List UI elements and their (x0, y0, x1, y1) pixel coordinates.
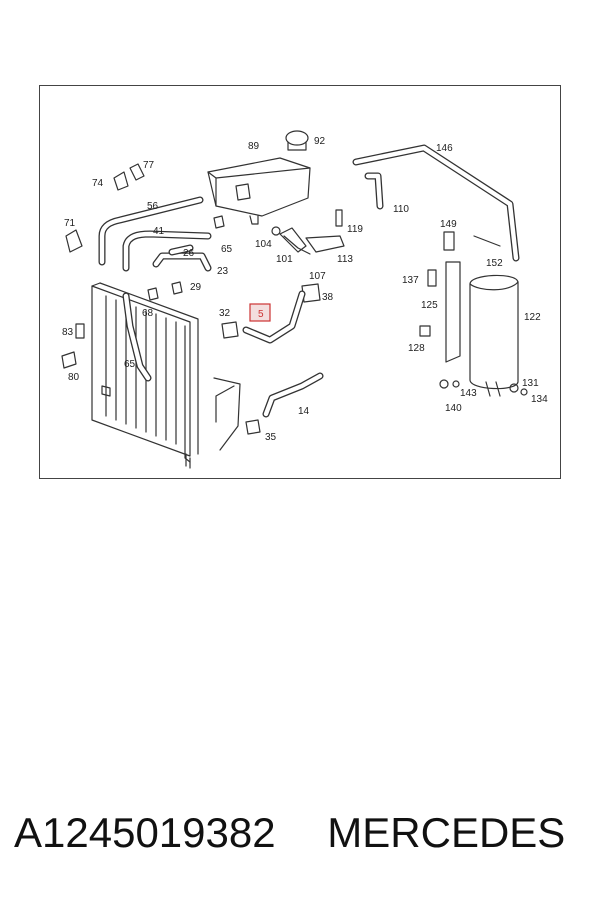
label-68[interactable]: 68 (142, 308, 154, 319)
hoses-upper (98, 144, 520, 382)
brand-name: MERCEDES (327, 809, 566, 856)
label-110[interactable]: 110 (393, 204, 409, 215)
part-caption: A1245019382 MERCEDES (14, 803, 594, 863)
label-71[interactable]: 71 (64, 218, 76, 229)
label-146[interactable]: 146 (436, 143, 453, 154)
label-107[interactable]: 107 (309, 271, 326, 282)
label-104[interactable]: 104 (255, 239, 272, 250)
label-149[interactable]: 149 (440, 219, 457, 230)
label-35[interactable]: 35 (265, 432, 277, 443)
label-137[interactable]: 137 (402, 275, 419, 286)
label-89[interactable]: 89 (248, 141, 260, 152)
label-119[interactable]: 119 (347, 224, 363, 235)
diagram-svg: 89 92 146 77 74 56 110 71 41 65 104 119 … (61, 130, 548, 469)
label-65-lower[interactable]: 65 (124, 359, 136, 370)
label-125[interactable]: 125 (421, 300, 438, 311)
part-number: A1245019382 (14, 809, 276, 856)
hose-main (213, 290, 324, 451)
radiator (91, 282, 199, 469)
label-5-highlighted[interactable]: 5 (258, 309, 264, 320)
label-65-upper[interactable]: 65 (221, 244, 233, 255)
label-41[interactable]: 41 (153, 226, 165, 237)
washer-reservoir (419, 231, 528, 397)
label-29[interactable]: 29 (190, 282, 202, 293)
label-56[interactable]: 56 (147, 201, 159, 212)
highlight-box (249, 303, 271, 322)
parts-diagram: 89 92 146 77 74 56 110 71 41 65 104 119 … (39, 85, 561, 479)
label-128[interactable]: 128 (408, 343, 425, 354)
label-113[interactable]: 113 (337, 254, 353, 265)
label-26[interactable]: 26 (183, 248, 195, 259)
label-140[interactable]: 140 (445, 403, 462, 414)
label-83[interactable]: 83 (62, 327, 74, 338)
thermostat-parts (271, 209, 345, 255)
expansion-tank (207, 130, 311, 225)
label-14[interactable]: 14 (298, 406, 310, 417)
label-38[interactable]: 38 (322, 292, 334, 303)
label-32[interactable]: 32 (219, 308, 231, 319)
label-77[interactable]: 77 (143, 160, 155, 171)
label-80[interactable]: 80 (68, 372, 80, 383)
label-143[interactable]: 143 (460, 388, 477, 399)
label-152[interactable]: 152 (486, 258, 503, 269)
label-101[interactable]: 101 (276, 254, 293, 265)
label-23[interactable]: 23 (217, 266, 229, 277)
label-92[interactable]: 92 (314, 136, 326, 147)
label-122[interactable]: 122 (524, 312, 541, 323)
label-134[interactable]: 134 (531, 394, 548, 405)
label-74[interactable]: 74 (92, 178, 104, 189)
label-131[interactable]: 131 (522, 378, 539, 389)
